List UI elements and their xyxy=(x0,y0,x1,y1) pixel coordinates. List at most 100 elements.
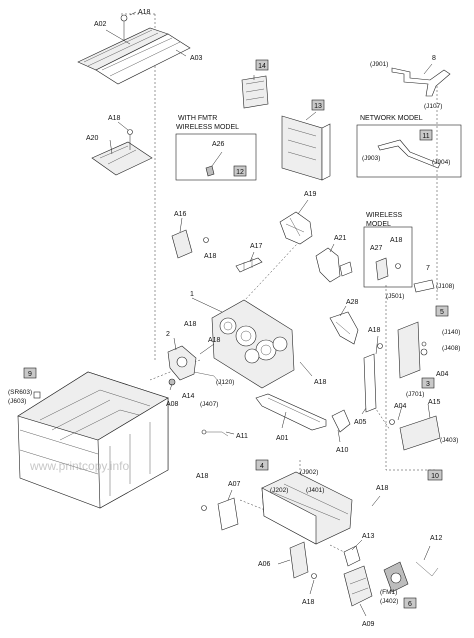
label-a02: A02 xyxy=(94,21,107,28)
part-a10 xyxy=(331,409,351,433)
part-a07 xyxy=(201,497,239,531)
label-6: 6 xyxy=(408,601,412,608)
label-fm1: (FM1) xyxy=(380,589,397,596)
part-2-gear-holder xyxy=(167,345,223,387)
part-a01-bracket xyxy=(255,393,327,431)
label-2: 2 xyxy=(166,331,170,338)
badge-12 xyxy=(233,165,247,177)
label-a13: A13 xyxy=(362,533,375,540)
label-a18-bottom: A18 xyxy=(302,599,315,606)
wireless-model-box xyxy=(363,226,413,288)
label-a07: A07 xyxy=(228,481,241,488)
badge-5 xyxy=(435,305,449,317)
label-a16: A16 xyxy=(174,211,187,218)
label-a01: A01 xyxy=(276,435,289,442)
label-a18-a07: A18 xyxy=(196,473,209,480)
network-model-box xyxy=(356,124,462,178)
label-a10: A10 xyxy=(336,447,349,454)
label-j407: (J407) xyxy=(200,401,218,408)
label-a14: A14 xyxy=(182,393,195,400)
label-5: 5 xyxy=(440,309,444,316)
part-1-gear-assembly xyxy=(211,299,295,389)
badge-13 xyxy=(311,99,325,111)
watermark: www.printcopy.info xyxy=(29,459,129,473)
part-a20-plate xyxy=(91,129,153,176)
label-7: 7 xyxy=(426,265,430,272)
label-a05: A05 xyxy=(354,419,367,426)
label-j408: (J408) xyxy=(442,345,460,352)
label-j108: (J108) xyxy=(436,283,454,290)
label-14: 14 xyxy=(258,63,266,70)
label-12: 12 xyxy=(236,169,244,176)
label-a03: A03 xyxy=(190,55,203,62)
label-a11: A11 xyxy=(236,433,248,440)
label-9: 9 xyxy=(28,371,32,378)
part-a11 xyxy=(201,429,229,437)
label-a18-rb: A18 xyxy=(376,485,389,492)
label-a18-top: A18 xyxy=(138,9,151,16)
label-j904: (J904) xyxy=(432,159,450,166)
label-j107: (J107) xyxy=(424,103,442,110)
part-a12 xyxy=(415,561,439,577)
part-13-board xyxy=(281,115,331,181)
part-10-board xyxy=(389,415,441,451)
badge-11 xyxy=(419,129,433,141)
part-14-board xyxy=(241,75,269,109)
label-a09: A09 xyxy=(362,621,375,628)
label-a04-bottom: A04 xyxy=(394,403,407,410)
part-a13 xyxy=(343,545,361,567)
label-sr603: (SR603) xyxy=(8,389,32,396)
label-a18-wireless: A18 xyxy=(390,237,403,244)
part-7-cable xyxy=(413,279,435,293)
label-j903: (J903) xyxy=(362,155,380,162)
label-a06: A06 xyxy=(258,561,271,568)
label-a20: A20 xyxy=(86,135,99,142)
label-j603: (J603) xyxy=(8,398,26,405)
label-a15: A15 xyxy=(428,399,441,406)
label-11: 11 xyxy=(422,133,429,140)
label-j501: (J501) xyxy=(386,293,404,300)
label-j140: (J140) xyxy=(442,329,460,336)
label-j401: (J401) xyxy=(306,487,324,494)
fmtr-wireless-box xyxy=(175,133,257,181)
label-1: 1 xyxy=(190,291,194,298)
wireless-box-title-line2: MODEL xyxy=(366,221,391,228)
label-a26: A26 xyxy=(212,141,225,148)
label-a17: A17 xyxy=(250,243,263,250)
part-a28 xyxy=(329,311,359,345)
label-a18-n1: A18 xyxy=(184,321,197,328)
label-13: 13 xyxy=(314,103,322,110)
wireless-box-title-line1: WIRELESS xyxy=(366,212,403,219)
label-10: 10 xyxy=(431,473,439,480)
part-3-plate xyxy=(397,321,428,379)
part-9-main-frame xyxy=(17,371,169,509)
label-a18-mid: A18 xyxy=(314,379,327,386)
label-a04-right: A04 xyxy=(436,371,449,378)
badge-14 xyxy=(255,59,269,71)
badge-10 xyxy=(427,469,443,481)
label-8: 8 xyxy=(432,55,436,62)
part-a19 xyxy=(279,211,313,245)
leader-lines xyxy=(105,11,433,617)
label-a28: A28 xyxy=(346,299,359,306)
label-a27: A27 xyxy=(370,245,383,252)
part-a06 xyxy=(289,541,317,579)
label-a12: A12 xyxy=(430,535,443,542)
label-j202: (J202) xyxy=(270,487,288,494)
label-j701: (J701) xyxy=(406,391,424,398)
part-a09 xyxy=(343,565,373,607)
label-a18-right: A18 xyxy=(368,327,381,334)
fmtr-box-title-line2: WIRELESS MODEL xyxy=(176,124,239,131)
part-a17 xyxy=(235,257,263,273)
part-6-fan xyxy=(383,561,409,593)
part-a08 xyxy=(168,378,176,386)
badge-9 xyxy=(23,367,37,379)
label-a21: A21 xyxy=(334,235,347,242)
part-a02-rail xyxy=(77,14,191,85)
label-j901: (J901) xyxy=(370,61,388,68)
label-j403: (J403) xyxy=(440,437,458,444)
label-a19: A19 xyxy=(304,191,317,198)
part-a16 xyxy=(171,229,209,259)
label-a18-a20: A18 xyxy=(108,115,121,122)
